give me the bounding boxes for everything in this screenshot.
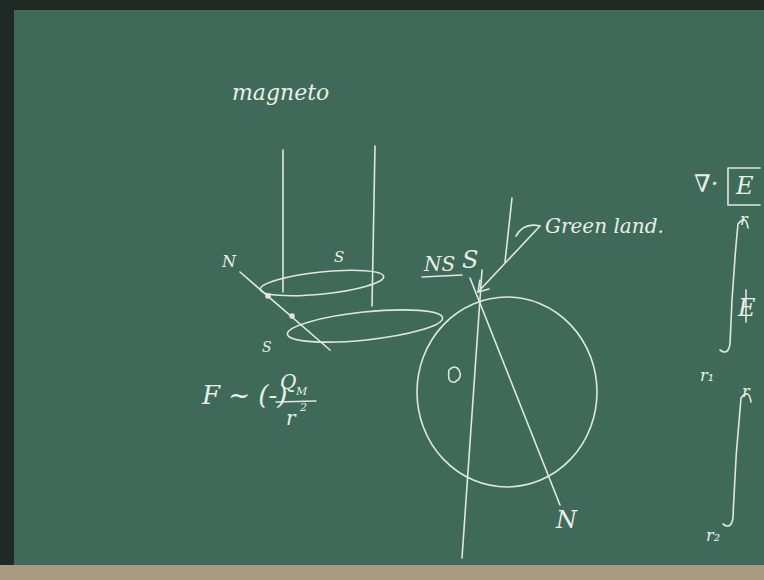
formula-superscript: 2: [300, 402, 307, 413]
limit-symbol: r: [742, 384, 750, 400]
place-name: Green land.: [545, 216, 664, 236]
limit-symbol: r: [740, 212, 748, 228]
formula-symbol: r: [286, 408, 296, 428]
formula-subscript: M: [296, 386, 307, 397]
limit-symbol: r₂: [706, 528, 720, 544]
pole-letter: S: [334, 250, 344, 265]
pole-letter: N: [556, 508, 577, 532]
pole-letter: S: [262, 340, 272, 354]
formula-text: F ~ (-): [202, 382, 287, 408]
limit-symbol: r₁: [700, 368, 714, 384]
formula-symbol: Q: [280, 372, 296, 392]
formula-symbol: ∇·: [694, 172, 718, 196]
formula-symbol: E: [738, 296, 756, 320]
pole-letter: N: [222, 254, 236, 270]
pole-letters: NS: [424, 254, 455, 274]
pole-letter: S: [462, 248, 478, 272]
title-word: magneto: [232, 82, 329, 104]
formula-symbol: E: [736, 174, 754, 198]
